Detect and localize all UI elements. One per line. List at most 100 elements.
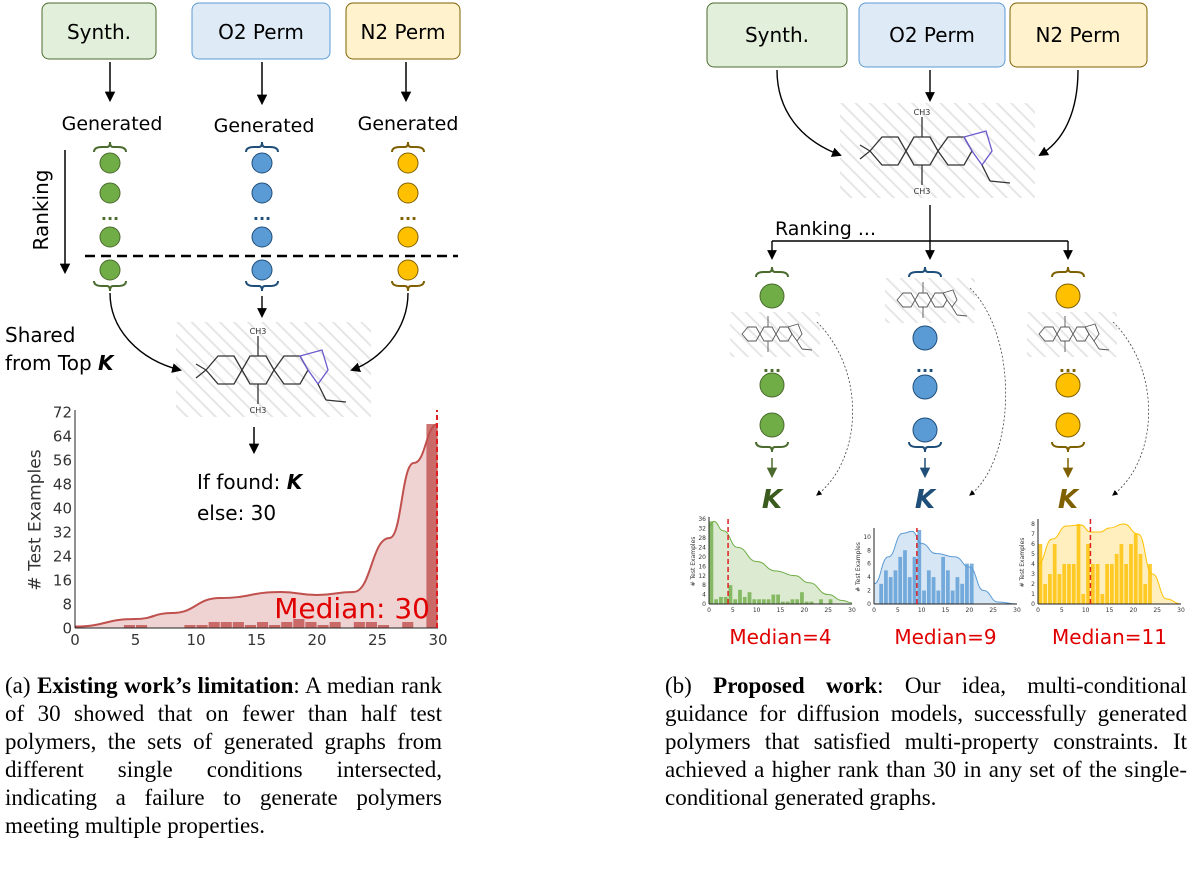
y-tick-label: 4 bbox=[1031, 561, 1035, 568]
arrow bbox=[1038, 69, 1079, 157]
right-panel: Synth. O2 Perm N2 Perm CH3 CH3 Ranking .… bbox=[690, 2, 1185, 649]
histogram-bar bbox=[819, 599, 823, 604]
histogram-bar bbox=[903, 550, 907, 604]
generated-graph-node bbox=[251, 182, 273, 204]
if-found-text: If found: K bbox=[197, 470, 304, 494]
histogram-bar bbox=[752, 599, 757, 604]
histogram-bar bbox=[1057, 574, 1062, 604]
generated-graph-node bbox=[397, 259, 419, 281]
y-tick-label: 6 bbox=[867, 561, 871, 568]
histogram-bar bbox=[781, 601, 785, 604]
y-tick-label: 24 bbox=[53, 547, 72, 565]
y-tick-label: 64 bbox=[53, 427, 72, 445]
caption-a: (a) Existing work’s limitation: A median… bbox=[5, 672, 442, 840]
histogram-bar bbox=[776, 594, 780, 604]
x-tick-label: 20 bbox=[801, 607, 809, 614]
generated-graph-node bbox=[99, 182, 121, 204]
x-tick-label: 0 bbox=[707, 607, 711, 614]
kde-line bbox=[1037, 523, 1182, 605]
histogram-bar bbox=[329, 622, 341, 628]
histogram-bar bbox=[1071, 564, 1076, 604]
polymer-molecule bbox=[175, 321, 372, 418]
histogram-bar bbox=[305, 622, 317, 628]
generated-graph-node bbox=[99, 226, 121, 248]
arrow bbox=[350, 292, 409, 372]
histogram-bar bbox=[123, 625, 135, 628]
y-axis-label: # Test Examples bbox=[26, 449, 46, 590]
x-tick-label: 5 bbox=[896, 607, 900, 614]
kde-line bbox=[708, 520, 853, 604]
histogram-bar bbox=[1105, 564, 1109, 604]
polymer-molecule-small bbox=[729, 311, 821, 358]
synth-box bbox=[41, 2, 157, 60]
histogram-bar bbox=[714, 599, 719, 604]
x-tick-label: 30 bbox=[428, 631, 447, 649]
histogram-bar bbox=[196, 625, 208, 628]
polymer-molecule-small bbox=[884, 277, 976, 324]
kde-area bbox=[709, 521, 852, 604]
ranking-label: Ranking ... bbox=[775, 218, 876, 240]
histogram-bar bbox=[208, 622, 220, 628]
o2-perm-label: O2 Perm bbox=[218, 20, 304, 44]
caption-title: Existing work’s limitation bbox=[37, 673, 294, 698]
histogram-bar bbox=[728, 585, 733, 604]
histogram-bar bbox=[931, 577, 936, 604]
dotted-arrow bbox=[1112, 321, 1149, 496]
brace bbox=[93, 280, 127, 292]
n2-perm-label: N2 Perm bbox=[1035, 23, 1120, 47]
y-tick-label: 0 bbox=[867, 601, 871, 608]
methyl-label: CH3 bbox=[250, 327, 267, 336]
generated-graph-node bbox=[759, 283, 785, 309]
histogram-bar bbox=[936, 590, 941, 604]
histogram-bar bbox=[719, 596, 723, 604]
dotted-arrow bbox=[816, 321, 853, 496]
brace bbox=[755, 441, 789, 453]
histogram-bar bbox=[1090, 564, 1095, 604]
histogram-bar bbox=[1114, 554, 1119, 604]
n2-perm-label: N2 Perm bbox=[360, 20, 445, 44]
histogram-bar bbox=[747, 592, 752, 604]
generated-graph-node bbox=[1055, 283, 1081, 309]
histogram-bar bbox=[1048, 574, 1052, 604]
generated-graph-node bbox=[759, 372, 785, 398]
ellipsis: ... bbox=[1059, 357, 1077, 376]
histogram-bar bbox=[790, 599, 795, 604]
left-panel: Synth. O2 Perm N2 Perm Generated Generat… bbox=[5, 2, 461, 649]
histogram-bar bbox=[738, 589, 742, 604]
histogram-bar bbox=[795, 599, 800, 604]
histogram-bar bbox=[907, 577, 912, 604]
arrow bbox=[109, 292, 182, 373]
k-label: K bbox=[762, 485, 784, 515]
generated-label: Generated bbox=[214, 115, 315, 137]
y-tick-label: 5 bbox=[1031, 551, 1035, 558]
generated-graph-node bbox=[1055, 412, 1081, 438]
histogram-bar bbox=[281, 622, 293, 628]
histogram-bar bbox=[220, 622, 232, 628]
generated-graph-node bbox=[397, 182, 419, 204]
y-tick-label: 16 bbox=[53, 571, 72, 589]
generated-graph-node bbox=[912, 325, 938, 351]
caption-label: (a) bbox=[5, 673, 38, 698]
histogram-bar bbox=[1129, 544, 1133, 604]
methyl-label: CH3 bbox=[914, 108, 931, 117]
x-tick-label: 15 bbox=[777, 607, 785, 614]
k-label: K bbox=[915, 485, 937, 515]
histogram-bar bbox=[1100, 594, 1105, 604]
caption-text: : A median rank of 30 showed that on few… bbox=[5, 673, 443, 838]
y-tick-label: 72 bbox=[53, 403, 72, 421]
brace bbox=[755, 266, 789, 278]
y-tick-label: 0 bbox=[702, 601, 706, 608]
histogram-bar bbox=[1119, 544, 1124, 604]
generated-graph-node bbox=[99, 152, 121, 174]
o2-perm-box bbox=[191, 2, 331, 60]
methyl-label: CH3 bbox=[914, 187, 931, 196]
y-tick-label: 8 bbox=[867, 547, 871, 554]
histogram-bar bbox=[353, 622, 365, 628]
x-tick-label: 30 bbox=[848, 607, 856, 614]
x-tick-label: 10 bbox=[918, 607, 926, 614]
histogram-bar bbox=[809, 601, 814, 604]
histogram-bar bbox=[426, 424, 438, 628]
histogram-bar bbox=[1086, 544, 1090, 604]
